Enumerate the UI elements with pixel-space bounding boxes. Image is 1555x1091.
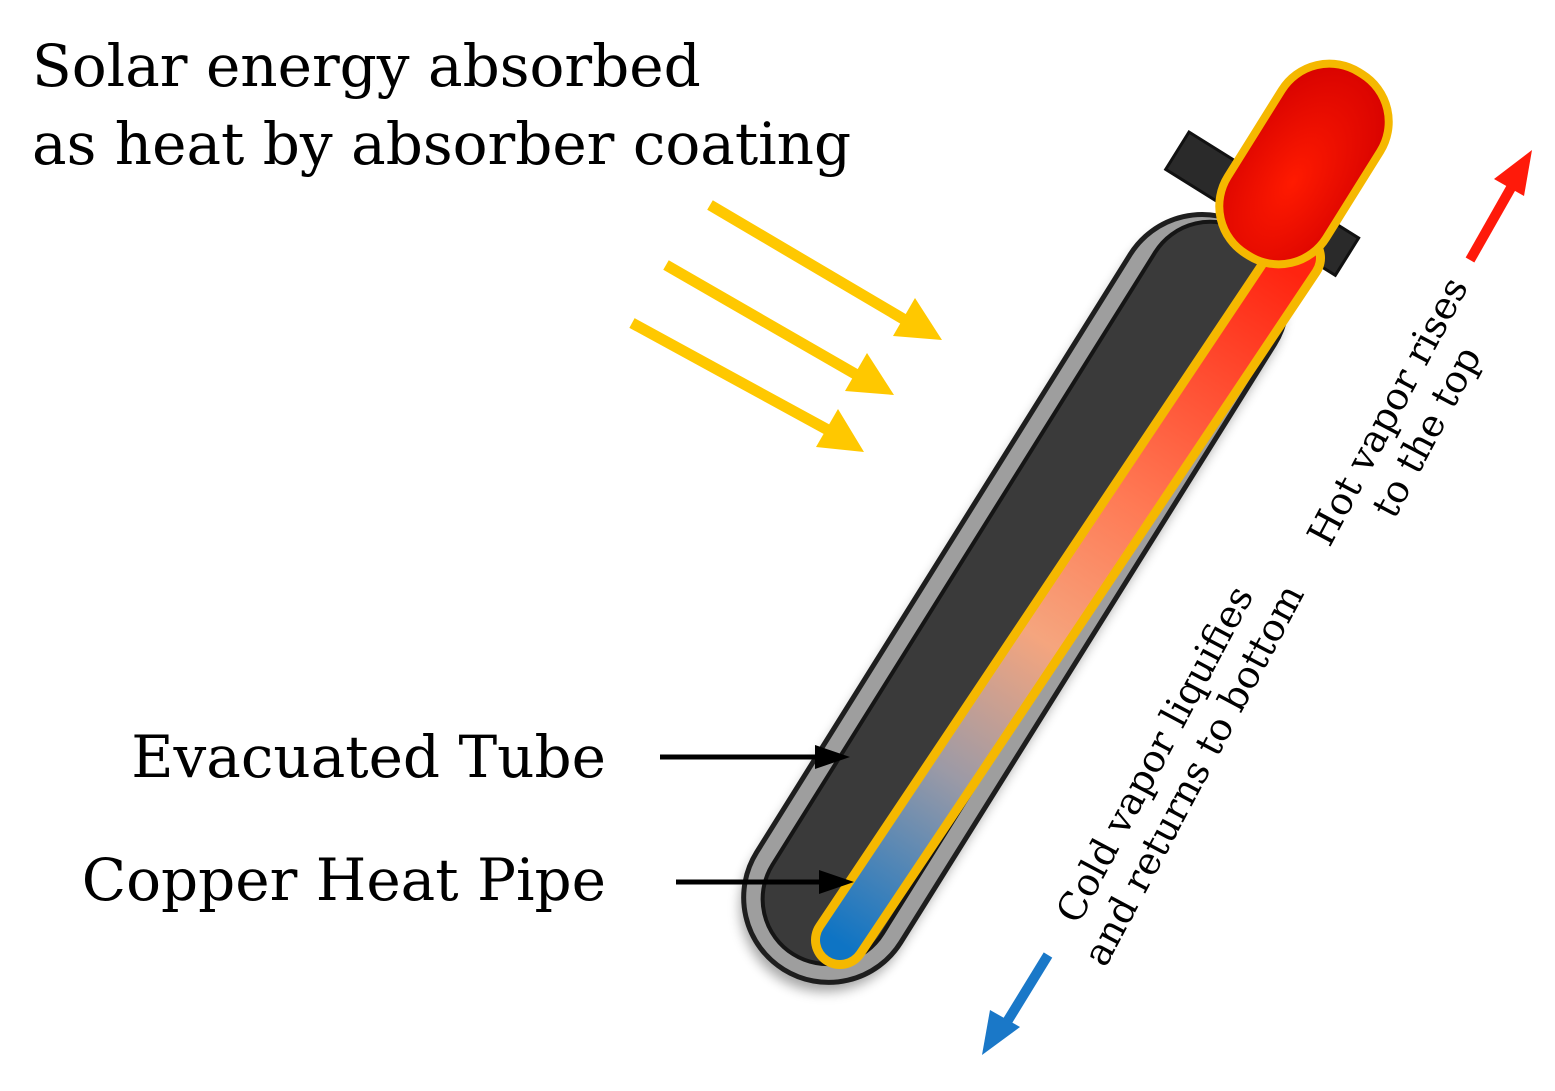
headline-line-1: Solar energy absorbed xyxy=(32,32,701,100)
condenser-bulb xyxy=(1215,59,1393,269)
copper-heat-pipe-pointer-arrow-icon xyxy=(676,870,854,894)
sun-rays xyxy=(629,200,942,452)
sun-ray-arrow-3-icon xyxy=(629,318,864,452)
hot-vapor-note: Hot vapor rises to the top xyxy=(1299,270,1490,553)
cold-vapor-arrow-icon xyxy=(982,952,1053,1055)
evacuated-tube-label: Evacuated Tube xyxy=(131,723,606,791)
sun-ray-arrow-2-icon xyxy=(663,260,894,395)
evacuated-tube-pointer-arrow-icon xyxy=(660,745,850,769)
copper-heat-pipe xyxy=(811,59,1393,969)
headline-line-2: as heat by absorber coating xyxy=(32,110,851,178)
hot-vapor-arrow-icon xyxy=(1465,150,1532,263)
sun-ray-arrow-1-icon xyxy=(707,200,942,340)
copper-heat-pipe-label: Copper Heat Pipe xyxy=(82,846,606,914)
